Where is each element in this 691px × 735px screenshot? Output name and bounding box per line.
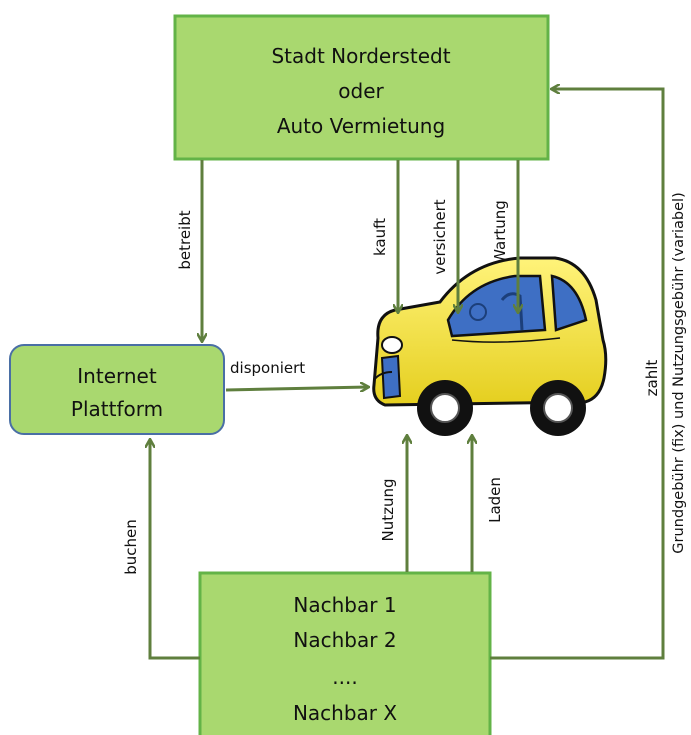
- bottom-box-line1: Nachbar 1: [293, 593, 396, 617]
- bottom-box: Nachbar 1 Nachbar 2 .... Nachbar X: [198, 571, 492, 735]
- edge-label-versichert: versichert: [431, 199, 449, 274]
- edge-label-laden: Laden: [486, 477, 504, 523]
- edge-disponiert-arrow: [225, 387, 368, 390]
- top-box-line3: Auto Vermietung: [277, 114, 445, 138]
- edge-label-disponiert: disponiert: [230, 359, 305, 377]
- platform-line1: Internet: [77, 364, 157, 388]
- edge-label-wartung: Wartung: [491, 200, 509, 264]
- top-box: Stadt Norderstedt oder Auto Vermietung: [173, 14, 550, 161]
- edge-label-nutzung: Nutzung: [379, 478, 397, 541]
- bottom-box-line2: Nachbar 2: [293, 628, 396, 652]
- edge-label-betreibt: betreibt: [176, 210, 194, 269]
- top-box-line1: Stadt Norderstedt: [271, 44, 450, 68]
- car-icon: [372, 256, 608, 436]
- edge-label-kauft: kauft: [371, 218, 389, 256]
- bottom-box-line3: ....: [332, 665, 357, 689]
- platform-box: Internet Plattform: [9, 344, 225, 435]
- edge-zahlt-arrow: [490, 89, 665, 660]
- edge-label-buchen: buchen: [122, 519, 140, 575]
- edge-buchen-arrow: [150, 440, 200, 660]
- bottom-box-line4: Nachbar X: [293, 701, 397, 725]
- edge-label-gebuehr: Grundgebühr (fix) und Nutzungsgebühr (va…: [671, 192, 687, 553]
- top-box-line2: oder: [338, 79, 384, 103]
- edge-label-zahlt: zahlt: [643, 360, 661, 397]
- platform-line2: Plattform: [71, 397, 163, 421]
